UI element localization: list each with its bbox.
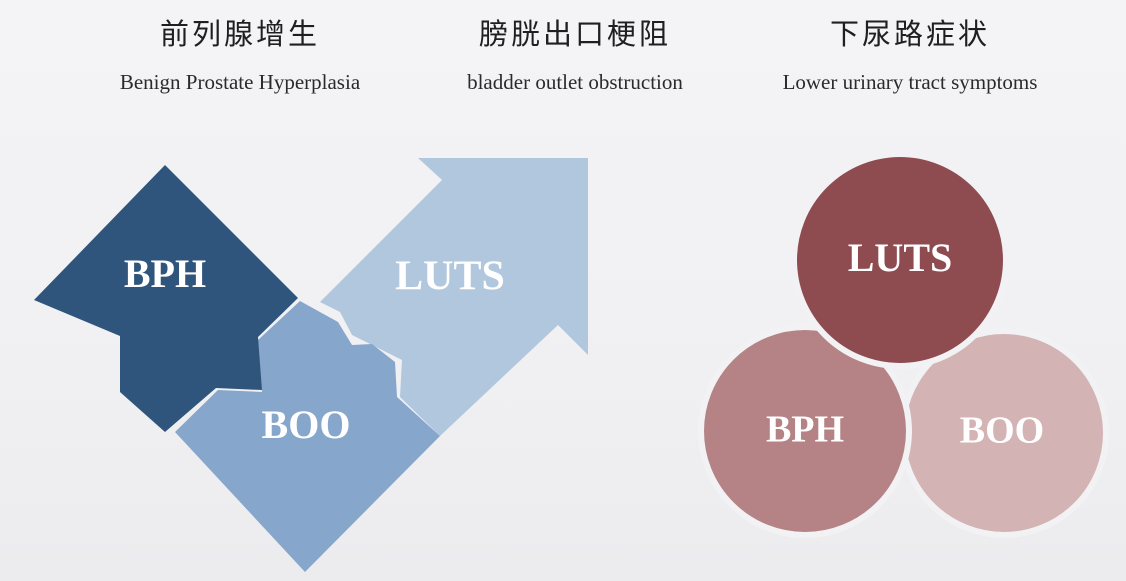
header-boo-english: bladder outlet obstruction bbox=[467, 70, 683, 94]
header-luts: 下尿路症状 Lower urinary tract symptoms bbox=[740, 14, 1080, 95]
header-bph-english: Benign Prostate Hyperplasia bbox=[119, 70, 361, 94]
header-luts-english: Lower urinary tract symptoms bbox=[782, 70, 1038, 94]
arrow-boo-shape bbox=[175, 301, 440, 572]
header-bph-chinese: 前列腺增生 bbox=[159, 17, 320, 51]
arrow-boo-label: BOO bbox=[262, 402, 351, 447]
circle-boo-label: BOO bbox=[960, 410, 1044, 452]
circle-bph-label: BPH bbox=[766, 409, 844, 451]
arrow-diagram: BPH BOO LUTS bbox=[34, 158, 588, 572]
arrow-bph-label: BPH bbox=[124, 251, 206, 296]
arrow-luts-shape bbox=[320, 158, 588, 436]
arrow-luts-label: LUTS bbox=[395, 254, 505, 300]
header-boo: 膀胱出口梗阻 bladder outlet obstruction bbox=[420, 14, 730, 95]
circle-diagram: LUTS BPH BOO bbox=[698, 151, 1109, 538]
header-bph: 前列腺增生 Benign Prostate Hyperplasia bbox=[90, 14, 390, 95]
circle-bph bbox=[698, 324, 912, 538]
circle-luts bbox=[791, 151, 1009, 369]
header-boo-chinese: 膀胱出口梗阻 bbox=[478, 17, 671, 51]
header-luts-chinese: 下尿路症状 bbox=[829, 17, 990, 51]
arrow-bph-shape bbox=[34, 165, 298, 432]
circle-luts-label: LUTS bbox=[848, 235, 953, 280]
